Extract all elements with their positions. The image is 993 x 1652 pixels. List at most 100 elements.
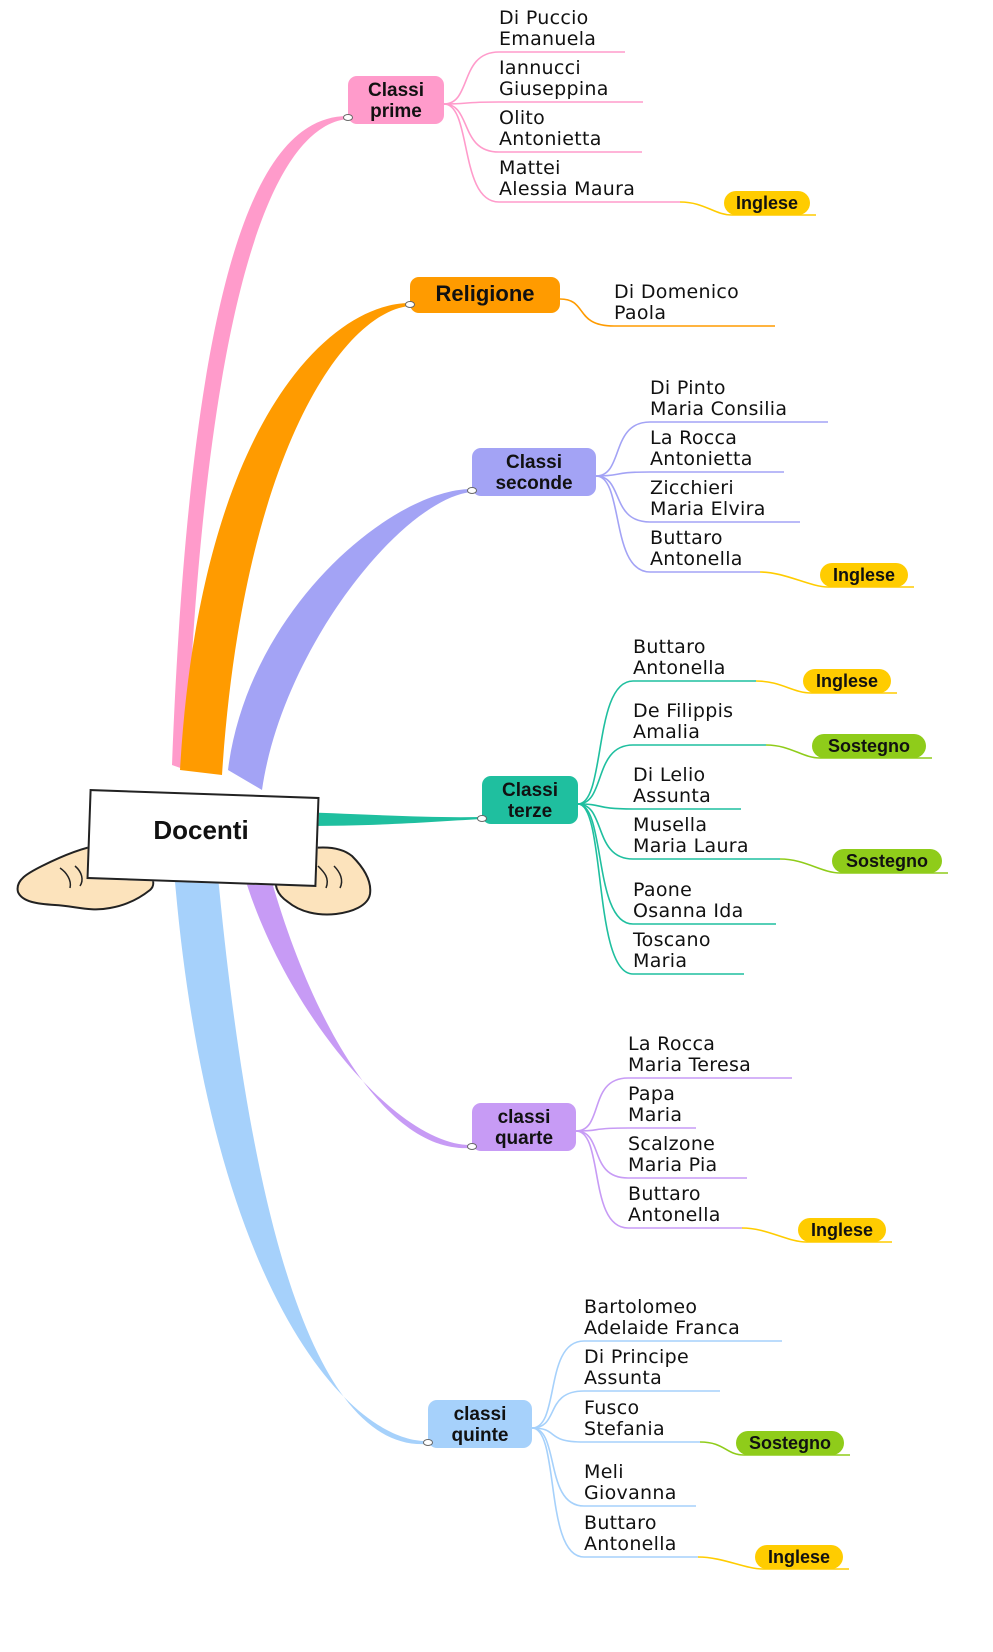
- teacher-name-line: Assunta: [633, 785, 712, 807]
- branch-quinte-collapse-handle[interactable]: [423, 1439, 433, 1446]
- teacher-name-line: Olito: [499, 107, 546, 129]
- teacher-name-line: Amalia: [633, 721, 701, 743]
- teacher-name-line: Papa: [628, 1083, 676, 1105]
- connector-religione-0: [559, 298, 775, 327]
- connector-quinte-4: [531, 1427, 698, 1558]
- teacher-name-line: La Rocca: [650, 427, 738, 449]
- branch-religione-label-line: Religione: [435, 281, 535, 306]
- connector-seconde-2: [595, 475, 800, 523]
- teacher-name-line: Buttaro: [650, 527, 723, 549]
- teacher-name-line: Meli: [584, 1461, 624, 1483]
- tag-connector-quinte-2: [699, 1441, 850, 1456]
- trunk-religione: [180, 303, 409, 775]
- trunk-terze: [300, 812, 481, 826]
- branch-prime-label-line: prime: [370, 101, 422, 122]
- tag-connector-terze-0: [755, 680, 897, 694]
- sostegno-tag[interactable]: Sostegno: [832, 849, 942, 873]
- connector-quinte-1: [531, 1390, 720, 1429]
- root-node-label[interactable]: Docenti: [153, 815, 249, 845]
- sostegno-tag[interactable]: Sostegno: [736, 1431, 844, 1455]
- teacher-name-line: Assunta: [584, 1367, 663, 1389]
- teacher-name-line: Stefania: [584, 1418, 665, 1440]
- teacher-name-line: Musella: [633, 814, 708, 836]
- teacher-name-line: Zicchieri: [650, 477, 734, 499]
- branch-quarte-label-line: classi: [497, 1107, 551, 1128]
- branch-prime-collapse-handle[interactable]: [343, 114, 353, 121]
- tag-connector-quinte-4: [697, 1556, 849, 1570]
- teacher-name-line: De Filippis: [633, 700, 734, 722]
- teacher-name-line: Di Pinto: [650, 377, 726, 399]
- connector-terze-1: [577, 744, 766, 805]
- branch-religione[interactable]: Religione: [410, 277, 560, 313]
- branch-terze-label-line: terze: [507, 801, 553, 822]
- tag-connector-terze-3: [779, 858, 948, 874]
- branch-quinte-label-line: classi: [453, 1404, 507, 1425]
- teacher-name-line: Osanna Ida: [633, 900, 744, 922]
- connector-terze-5: [577, 803, 744, 975]
- inglese-tag[interactable]: Inglese: [755, 1545, 843, 1569]
- inglese-tag[interactable]: Inglese: [798, 1218, 886, 1242]
- teacher-name-line: Maria Teresa: [628, 1054, 752, 1076]
- inglese-tag[interactable]: Inglese: [803, 669, 891, 693]
- teacher-name-line: Buttaro: [628, 1183, 701, 1205]
- inglese-tag[interactable]: Inglese: [820, 563, 908, 587]
- connector-quarte-2: [575, 1130, 747, 1179]
- teacher-name-line: Buttaro: [584, 1512, 657, 1534]
- trunk-quinte: [172, 843, 427, 1445]
- teacher-name-line: Di Principe: [584, 1346, 689, 1368]
- trunk-prime: [172, 116, 347, 770]
- connector-quinte-3: [531, 1427, 696, 1507]
- branch-terze-collapse-handle[interactable]: [477, 815, 487, 822]
- connector-terze-3: [577, 803, 780, 860]
- branch-quarte-collapse-handle[interactable]: [467, 1143, 477, 1150]
- tag-connector-quarte-3: [741, 1227, 892, 1243]
- connector-terze-2: [577, 803, 741, 810]
- teacher-name-line: Giuseppina: [499, 78, 609, 100]
- inglese-tag[interactable]: Inglese: [724, 191, 810, 215]
- trunk-seconde: [228, 489, 471, 790]
- teacher-name-line: Antonella: [633, 657, 726, 679]
- branch-quarte-label-line: quarte: [494, 1128, 554, 1149]
- branch-religione-collapse-handle[interactable]: [405, 301, 415, 308]
- connector-seconde-0: [595, 421, 828, 477]
- teacher-name-line: Antonietta: [650, 448, 753, 470]
- connector-prime-0: [443, 51, 625, 105]
- tag-connector-seconde-3: [759, 571, 914, 588]
- teacher-name-line: Buttaro: [633, 636, 706, 658]
- connector-quinte-0: [531, 1340, 782, 1429]
- sostegno-tag[interactable]: Sostegno: [812, 734, 926, 758]
- branch-seconde-collapse-handle[interactable]: [467, 487, 477, 494]
- branch-seconde-label-line: Classi: [506, 452, 562, 473]
- connector-terze-4: [577, 803, 776, 925]
- teacher-name-line: Antonella: [584, 1533, 677, 1555]
